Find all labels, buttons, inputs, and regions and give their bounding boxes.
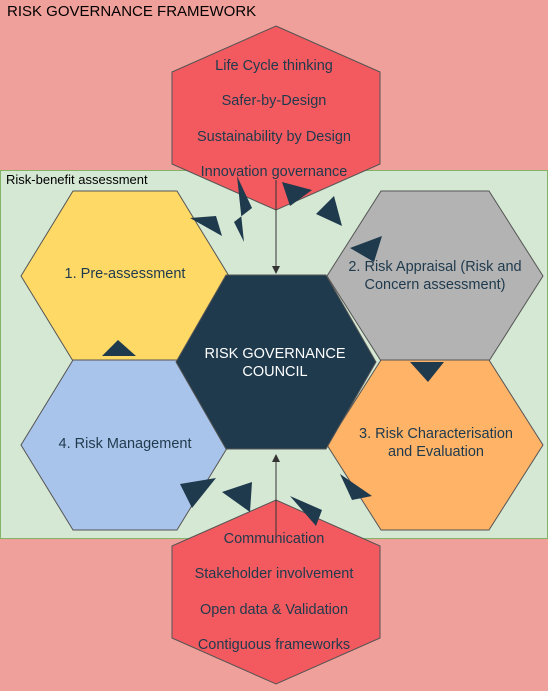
cycle-arrow-7 [340, 474, 372, 500]
council-hexagon [175, 274, 377, 450]
cycle-arrow-11 [102, 340, 136, 356]
cycle-arrow-6 [410, 362, 444, 382]
cycle-arrow-2 [234, 176, 252, 242]
connector-top-head [272, 266, 280, 274]
cycle-arrow-1 [190, 216, 222, 236]
cycle-arrow-10 [180, 478, 216, 508]
cycle-arrow-4 [316, 196, 342, 226]
cycle-arrow-9 [222, 482, 252, 512]
connector-bottom-head [272, 454, 280, 462]
framework-title: RISK GOVERNANCE FRAMEWORK [7, 3, 257, 20]
bottom-hexagon [171, 499, 381, 685]
cycle-arrow-5 [350, 236, 382, 262]
assessment-band-title: Risk-benefit assessment [6, 172, 148, 187]
cycle-arrow-8 [290, 496, 322, 526]
cycle-arrow-3 [282, 182, 312, 206]
